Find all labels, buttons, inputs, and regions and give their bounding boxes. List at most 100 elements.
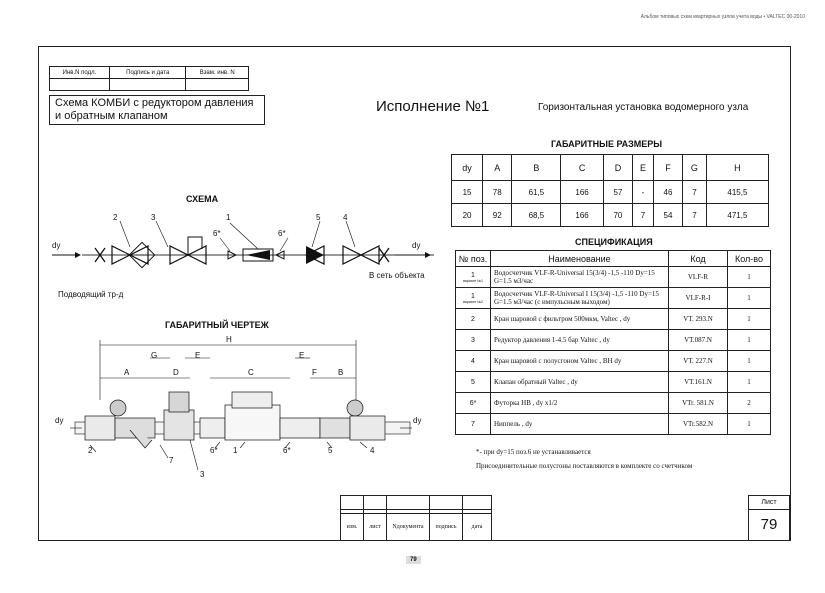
spec-name: Водосчетчик VLF-R-Universal 15(3/4) -1,5…	[490, 266, 669, 288]
drawing-callout-4: 4	[370, 446, 375, 455]
dims-cell: G	[682, 154, 707, 181]
spec-pos: 7	[455, 413, 491, 435]
drawing-callout-6a: 6*	[210, 446, 218, 455]
dims-cell: 166	[560, 203, 604, 227]
stamp-izm: изм.	[340, 512, 364, 542]
dims-cell: 7	[682, 203, 707, 227]
spec-name: Клапан обратный Valtec , dy	[490, 371, 669, 393]
stamp-data: дата	[462, 512, 492, 542]
spec-code: VLF-R	[668, 266, 728, 288]
drawing-callout-5: 5	[328, 446, 333, 455]
drawing-callout-1: 1	[233, 446, 238, 455]
spec-qty: 1	[727, 329, 771, 351]
sheet-label: Лист	[748, 495, 790, 510]
spec-code: VTr. 581.N	[668, 392, 728, 414]
dim-A: A	[124, 368, 130, 377]
dims-cell: D	[602, 154, 634, 181]
album-header: Альбом типовых схем квартирных узлов уче…	[640, 14, 805, 20]
drawing-callout-2: 2	[88, 446, 93, 455]
dims-cell: E	[632, 154, 654, 181]
dims-cell: A	[482, 154, 513, 181]
drawing-callout-7: 7	[169, 456, 174, 465]
spec-note-1: *- при dy=15 поз.6 не устанавливается	[476, 448, 591, 456]
spec-qty: 1	[727, 350, 771, 372]
inv-col-3: Взам. инв. N	[185, 66, 249, 79]
spec-pos-value: 5	[471, 378, 475, 386]
dims-cell: H	[705, 154, 770, 181]
spec-pos-value: 7	[471, 420, 475, 428]
spec-qty: 1	[727, 287, 771, 309]
spec-header-cell: Кол-во	[727, 250, 771, 267]
spec-qty: 1	[727, 413, 771, 435]
schema-diagram	[52, 220, 434, 269]
inv-col-1: Инв.N подл.	[49, 66, 110, 79]
dims-cell: -	[632, 180, 654, 204]
dims-cell: 57	[602, 180, 634, 204]
drawing-frame	[38, 46, 791, 541]
dims-cell: B	[511, 154, 562, 181]
spec-note-2: Присоединительные полусгоны поставляются…	[476, 462, 693, 470]
spec-code: VLF-R-I	[668, 287, 728, 309]
execution-title: Исполнение №1	[376, 98, 490, 115]
dims-cell: F	[652, 154, 684, 181]
spec-code: VT.087.N	[668, 329, 728, 351]
dims-cell: 471,5	[705, 203, 770, 227]
dims-cell: 20	[450, 203, 484, 227]
schema-inlet-label: Подводящий тр-д	[58, 290, 124, 299]
sheet-number: 79	[748, 508, 790, 542]
spec-name: Редуктор давления 1-4.5 бар Valtec , dy	[490, 329, 669, 351]
spec-pos: 5	[455, 371, 491, 393]
spec-qty: 2	[727, 392, 771, 414]
dim-C: C	[248, 368, 254, 377]
schema-callout-2: 2	[113, 213, 118, 222]
dim-E-left: E	[195, 351, 201, 360]
dim-E-right: E	[299, 351, 305, 360]
dims-cell: 68,5	[511, 203, 562, 227]
schema-callout-4: 4	[343, 213, 348, 222]
drawing-dy-in: dy	[55, 416, 64, 425]
spec-pos: 2	[455, 308, 491, 330]
spec-code: VT. 293.N	[668, 308, 728, 330]
spec-pos-value: 2	[471, 315, 475, 323]
schema-callout-3: 3	[151, 213, 156, 222]
dims-cell: 7	[632, 203, 654, 227]
dims-cell: 78	[482, 180, 513, 204]
dim-D: D	[173, 368, 179, 377]
schema-callout-1: 1	[226, 213, 231, 222]
schema-callout-6a: 6*	[213, 229, 221, 238]
dim-B: B	[338, 368, 344, 377]
spec-code: VT. 227.N	[668, 350, 728, 372]
spec-name: Кран шаровой с фильтром 500мкм, Valtec ,…	[490, 308, 669, 330]
spec-pos-value: 1	[471, 271, 475, 279]
spec-name: Кран шаровой с полусгоном Valtec , ВН dy	[490, 350, 669, 372]
drawing-title: ГАБАРИТНЫЙ ЧЕРТЕЖ	[165, 320, 269, 330]
table-row: 2 Кран шаровой с фильтром 500мкм, Valtec …	[455, 308, 771, 330]
schema-title: СХЕМА	[186, 194, 219, 204]
dims-cell: 7	[682, 180, 707, 204]
spec-header-cell: № поз.	[455, 250, 491, 267]
spec-code: VT.161.N	[668, 371, 728, 393]
dims-cell: 415,5	[705, 180, 770, 204]
dims-cell: 46	[652, 180, 684, 204]
inv-col-2: Подпись и дата	[108, 66, 187, 79]
schema-dy-in: dy	[52, 241, 61, 250]
spec-code: VTr.582.N	[668, 413, 728, 435]
schema-callout-6b: 6*	[278, 229, 286, 238]
scheme-title: Схема КОМБИ с редуктором давления и обра…	[49, 95, 265, 125]
title-stamp: Лист 79 изм. лист Nдокумента подпись дат…	[340, 495, 790, 542]
spec-qty: 1	[727, 371, 771, 393]
drawing-dy-out: dy	[413, 416, 422, 425]
spec-name: Ниппель , dy	[490, 413, 669, 435]
